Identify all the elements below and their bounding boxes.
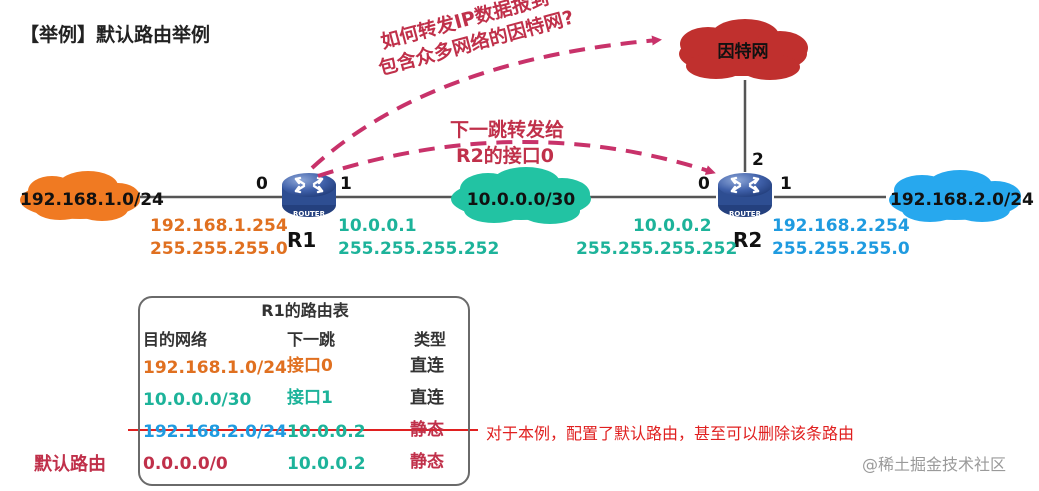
router-r1-icon[interactable] [282, 173, 336, 217]
routing-table-box [138, 296, 470, 486]
table-row-2-dest: 10.0.0.0/30 [143, 390, 252, 410]
nexthop-annotation: 下一跳转发给 R2的接口0 [450, 118, 565, 169]
cloud-left [20, 171, 140, 221]
cloud-right [889, 170, 1021, 222]
r2-if1-mask: 255.255.255.0 [772, 239, 910, 259]
table-row-3-dest: 192.168.2.0/24 [143, 422, 287, 442]
r2-port-1: 1 [780, 174, 792, 194]
table-row-2-next: 接口1 [287, 388, 333, 408]
r2-port-2: 2 [752, 150, 764, 170]
router-r2-icon[interactable] [718, 173, 772, 217]
delete-note: 对于本例，配置了默认路由，甚至可以删除该条路由 [486, 424, 855, 443]
nexthop-line-2: R2的接口0 [455, 144, 555, 167]
routing-table-header-dest: 目的网络 [143, 330, 208, 349]
watermark: @稀土掘金技术社区 [862, 455, 1007, 474]
router-r1-name: R1 [287, 228, 317, 252]
table-row-4-dest: 0.0.0.0/0 [143, 454, 228, 474]
nexthop-line-1: 下一跳转发给 [450, 119, 565, 141]
page-title: 【举例】默认路由举例 [20, 24, 211, 46]
r2-if0-ip: 10.0.0.2 [633, 216, 712, 236]
r1-if1-mask: 255.255.255.252 [338, 239, 500, 259]
r1-if1-ip: 10.0.0.1 [338, 216, 417, 236]
routing-table-header-next: 下一跳 [287, 330, 336, 349]
routing-table-header-type: 类型 [414, 330, 447, 349]
router-r2-icon-label: ROUTER [729, 210, 761, 218]
cloud-middle [451, 167, 591, 224]
table-row-4-next: 10.0.0.2 [287, 454, 366, 474]
r2-if0-mask: 255.255.255.252 [576, 239, 738, 259]
r1-port-1: 1 [340, 174, 352, 194]
table-row-1-type: 直连 [410, 356, 444, 376]
r1-if0-ip: 192.168.1.254 [150, 216, 288, 236]
r1-if0-mask: 255.255.255.0 [150, 239, 288, 259]
question-arrow [310, 35, 662, 170]
table-row-3-next: 10.0.0.2 [287, 422, 366, 442]
cloud-right-label: 192.168.2.0/24 [890, 190, 1034, 210]
r1-port-0: 0 [256, 174, 268, 194]
nexthop-arrow [317, 139, 716, 178]
r2-if1-ip: 192.168.2.254 [772, 216, 910, 236]
table-row-1-dest: 192.168.1.0/24 [143, 358, 287, 378]
table-row-1-next: 接口0 [287, 356, 333, 376]
cloud-internet [679, 19, 808, 80]
r2-port-0: 0 [698, 174, 710, 194]
table-row-3-type: 静态 [410, 420, 444, 440]
table-row-4-type: 静态 [410, 452, 444, 472]
cloud-middle-label: 10.0.0.0/30 [466, 190, 576, 210]
table-row-2-type: 直连 [410, 388, 444, 408]
router-r2-name: R2 [733, 228, 763, 252]
cloud-left-label: 192.168.1.0/24 [20, 190, 164, 210]
default-route-label: 默认路由 [34, 454, 106, 475]
router-r1-icon-label: ROUTER [293, 210, 325, 218]
routing-table-title: R1的路由表 [261, 301, 349, 320]
cloud-internet-label: 因特网 [717, 42, 769, 62]
